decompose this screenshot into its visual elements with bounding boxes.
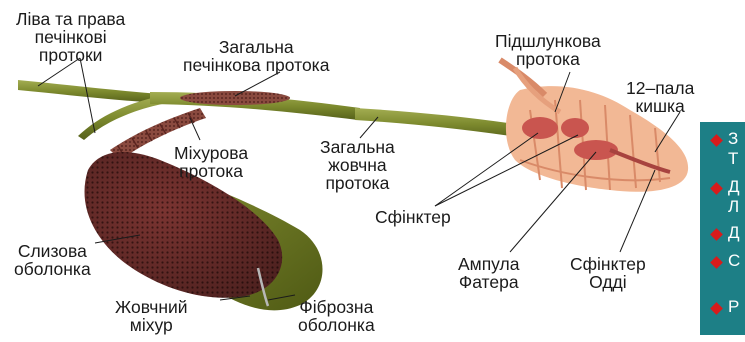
side-fragment: Р <box>728 298 739 316</box>
side-fragment: Л <box>728 198 739 216</box>
bullet-marker <box>710 134 723 147</box>
label-duodenum: 12–пала кишка <box>626 79 694 115</box>
label-sphincter: Сфінктер <box>375 208 451 226</box>
label-hepatic-ducts: Ліва та права печінкові протоки <box>16 10 125 64</box>
label-common-hepatic-duct: Загальна печінкова протока <box>183 38 329 74</box>
side-fragment: Д <box>728 178 740 196</box>
side-fragment: З <box>728 130 738 148</box>
bullet-marker <box>710 228 723 241</box>
bullet-marker <box>710 256 723 269</box>
side-fragment: Т <box>728 150 738 168</box>
label-fibrous-layer: Фіброзна оболонка <box>298 298 375 334</box>
bullet-marker <box>710 182 723 195</box>
label-mucosa: Слизова оболонка <box>14 242 91 278</box>
label-pancreatic-duct: Підшлункова протока <box>495 32 601 68</box>
label-ampulla: Ампула Фатера <box>458 255 520 291</box>
side-fragment: Д <box>728 224 740 242</box>
label-gallbladder: Жовчний міхур <box>115 298 188 334</box>
side-panel: З Т Д Л Д С Р <box>700 122 745 335</box>
label-sphincter-oddi: Сфінктер Одді <box>570 255 646 291</box>
bullet-marker <box>710 302 723 315</box>
label-common-bile-duct: Загальна жовчна протока <box>320 138 395 192</box>
side-fragment: С <box>728 252 740 270</box>
label-cystic-duct: Міхурова протока <box>174 144 248 180</box>
